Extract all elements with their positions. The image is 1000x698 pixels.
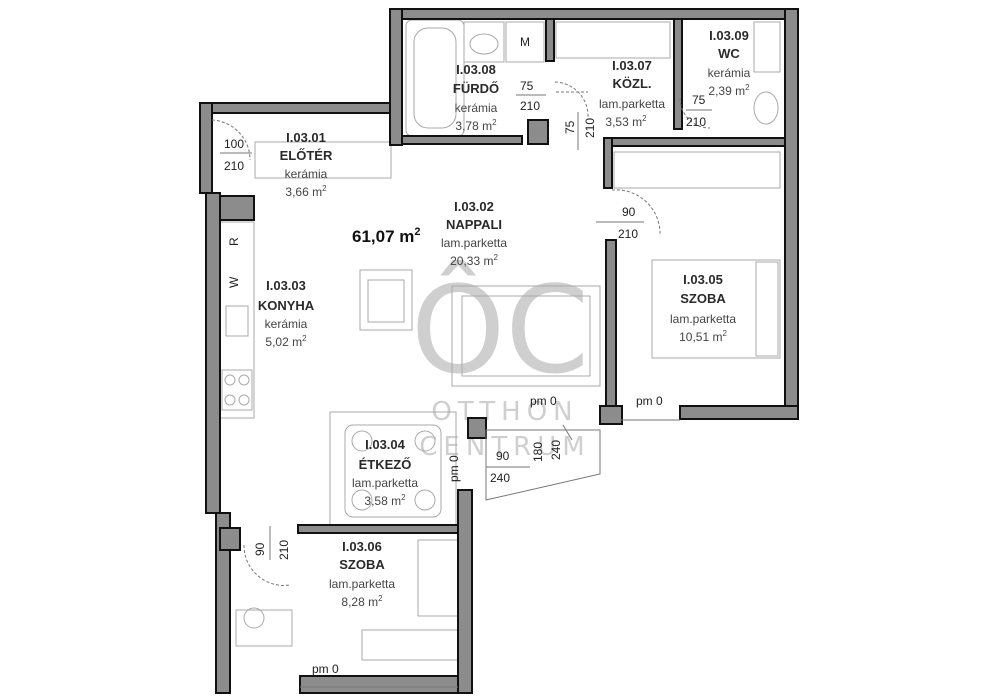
room-code: I.03.06 <box>342 539 382 554</box>
dim-szoba1-width: 90 <box>622 205 636 219</box>
level-szoba-1: pm 0 <box>636 394 663 408</box>
room-area: 3,66 m2 <box>285 184 327 199</box>
dimensions: 100 210 75 210 75 210 75 210 90 210 90 1… <box>220 79 712 560</box>
room-szoba-1: I.03.05 SZOBA lam.parketta 10,51 m2 <box>670 272 736 344</box>
room-code: I.03.08 <box>456 62 496 77</box>
dim-balcony-width: 90 <box>496 449 510 463</box>
room-szoba-2: I.03.06 SZOBA lam.parketta 8,28 m2 <box>329 539 395 609</box>
room-konyha: I.03.03 KONYHA kerámia 5,02 m2 <box>258 278 315 349</box>
room-name: KONYHA <box>258 298 315 313</box>
room-material: kerámia <box>265 317 308 331</box>
dim-kozl-width: 75 <box>563 120 577 134</box>
room-name: SZOBA <box>680 291 726 306</box>
room-area: 3,53 m2 <box>605 114 647 129</box>
room-area: 3,58 m2 <box>364 493 406 508</box>
room-material: lam.parketta <box>329 577 395 591</box>
level-etkezo: pm 0 <box>447 455 461 482</box>
room-area: 10,51 m2 <box>679 329 727 344</box>
level-nappali: pm 0 <box>530 394 557 408</box>
room-area: 8,28 m2 <box>341 594 383 609</box>
dim-entry-height: 210 <box>224 159 244 173</box>
level-szoba-2: pm 0 <box>312 662 339 676</box>
room-code: I.03.09 <box>709 28 749 43</box>
machine-label: M <box>520 35 530 49</box>
walls <box>199 8 799 694</box>
dim-szoba1-height: 210 <box>618 227 638 241</box>
room-code: I.03.03 <box>266 278 306 293</box>
room-name: WC <box>718 46 740 61</box>
watermark: ÔC OTTHON CENTRUM <box>411 261 590 462</box>
dim-balcony-height-1: 180 <box>531 442 545 462</box>
room-name: SZOBA <box>339 557 385 572</box>
room-material: lam.parketta <box>441 236 507 250</box>
room-code: I.03.05 <box>683 272 723 287</box>
room-code: I.03.07 <box>612 58 652 73</box>
room-eloter: I.03.01 ELŐTÉR kerámia 3,66 m2 <box>280 130 333 199</box>
floor-levels: pm 0 pm 0 pm 0 pm 0 <box>312 394 663 676</box>
room-nappali: I.03.02 NAPPALI lam.parketta 20,33 m2 <box>441 199 507 268</box>
room-wc: I.03.09 WC kerámia 2,39 m2 <box>708 28 751 98</box>
room-etkezo: I.03.04 ÉTKEZŐ lam.parketta 3,58 m2 <box>352 437 418 508</box>
dim-kozl-height: 210 <box>583 118 597 138</box>
room-area: 5,02 m2 <box>265 334 307 349</box>
dim-entry-width: 100 <box>224 137 244 151</box>
dim-furdo-width: 75 <box>520 79 534 93</box>
room-code: I.03.01 <box>286 130 326 145</box>
watermark-line2: CENTRUM <box>419 432 590 462</box>
door-swings <box>211 81 711 688</box>
dim-furdo-height: 210 <box>520 99 540 113</box>
room-code: I.03.04 <box>365 437 406 452</box>
dim-szoba2-width: 90 <box>253 542 267 556</box>
room-furdo: I.03.08 FÜRDŐ kerámia 3,78 m2 <box>453 62 499 133</box>
room-material: lam.parketta <box>670 312 736 326</box>
dim-wc-height: 210 <box>686 115 706 129</box>
washer-label: W <box>227 276 241 288</box>
furniture <box>217 19 781 661</box>
dim-wc-width: 75 <box>692 93 706 107</box>
room-name: KÖZL. <box>613 76 652 91</box>
total-area: 61,07 m2 <box>352 226 421 246</box>
fridge-label: R <box>227 237 241 246</box>
room-material: kerámia <box>455 101 498 115</box>
room-name: FÜRDŐ <box>453 81 499 96</box>
dim-balcony-height-2: 240 <box>549 440 563 460</box>
room-material: lam.parketta <box>599 97 665 111</box>
room-name: ELŐTÉR <box>280 148 333 163</box>
room-code: I.03.02 <box>454 199 494 214</box>
appliance-labels: R W M <box>227 35 530 288</box>
room-name: NAPPALI <box>446 217 502 232</box>
room-material: kerámia <box>708 66 751 80</box>
dim-szoba2-height: 210 <box>277 540 291 560</box>
room-area: 2,39 m2 <box>708 83 750 98</box>
room-area: 3,78 m2 <box>455 118 497 133</box>
room-material: lam.parketta <box>352 476 418 490</box>
room-material: kerámia <box>285 167 328 181</box>
room-name: ÉTKEZŐ <box>359 457 412 472</box>
dim-balcony-width-2: 240 <box>490 471 510 485</box>
watermark-logo: ÔC <box>411 261 589 401</box>
room-area: 20,33 m2 <box>450 253 498 268</box>
room-kozl: I.03.07 KÖZL. lam.parketta 3,53 m2 <box>599 58 665 129</box>
